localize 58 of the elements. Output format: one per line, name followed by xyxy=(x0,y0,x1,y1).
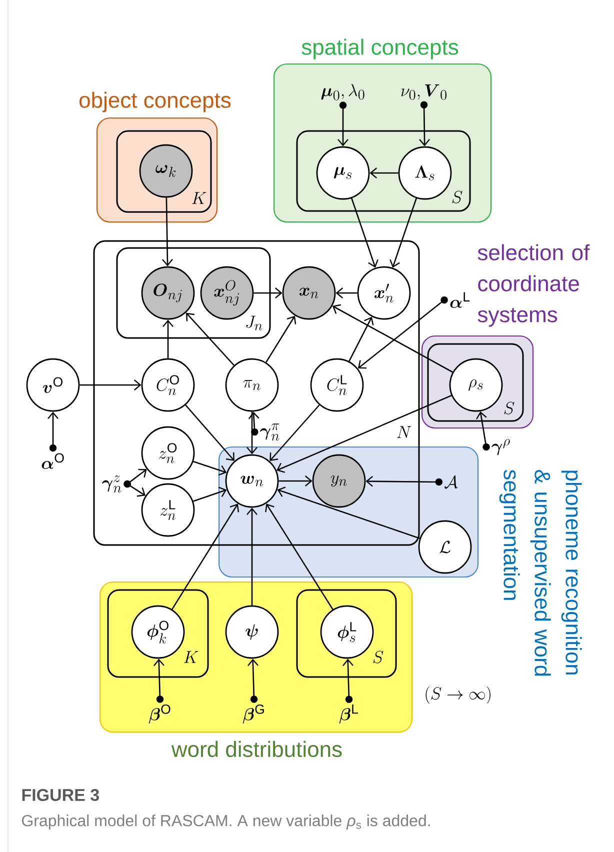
hyperparameter-label: $\boldsymbol{\beta}^{\mathrm{G}}$ xyxy=(242,704,264,724)
arrow xyxy=(270,404,320,462)
arrow xyxy=(336,288,358,298)
arrow xyxy=(332,304,453,373)
arrow xyxy=(348,316,374,362)
plate-label: $S$ xyxy=(504,402,514,414)
hyperparameter-label: $\nu_0, \boldsymbol{V}_0$ xyxy=(401,84,446,100)
plate-label: $S$ xyxy=(373,650,384,664)
arrow xyxy=(370,168,398,178)
arrow xyxy=(162,320,174,358)
hyperparameter-label: $\boldsymbol{\alpha}^{\mathrm{O}}$ xyxy=(42,453,64,469)
arrow xyxy=(124,480,146,497)
arrow xyxy=(48,412,58,452)
arrow xyxy=(248,412,260,436)
arrow xyxy=(154,658,164,703)
plate-label: $K$ xyxy=(184,651,198,663)
arrow xyxy=(185,404,234,461)
arrow xyxy=(278,476,312,486)
figure-label: FIGURE 3 xyxy=(22,788,99,802)
region-title: spatial concepts xyxy=(302,38,458,60)
caption: Graphical model of RASCAM. A new variable ρ$_{s}$ is added. xyxy=(22,814,430,830)
arrow xyxy=(80,380,142,390)
hyperparameter-label: $\boldsymbol{\mu}_0, \lambda_0$ xyxy=(321,84,364,100)
region-title: phoneme recognition & unsupervised word segmentation xyxy=(499,470,582,676)
arrow xyxy=(419,101,430,146)
hyperparameter-label: $\boldsymbol{\gamma}^{\rho}$ xyxy=(492,438,510,456)
plate-label: $K$ xyxy=(192,192,206,204)
arrow xyxy=(193,486,227,502)
arrow xyxy=(162,198,173,266)
plate-note: $(S \to \infty)$ xyxy=(426,686,490,704)
arrow xyxy=(186,312,234,366)
arrow xyxy=(390,198,417,268)
arrow xyxy=(254,288,282,298)
arrow xyxy=(248,658,258,703)
arrow xyxy=(246,412,258,454)
arrow xyxy=(265,504,334,610)
arrow xyxy=(193,460,227,476)
arrow xyxy=(246,508,258,606)
hyperparameter-label: $\boldsymbol{\gamma}^{\pi}_n$ xyxy=(260,424,280,441)
arrow xyxy=(366,476,442,487)
hyperparameter-label: $\boldsymbol{\beta}^{\mathrm{L}}$ xyxy=(339,704,358,724)
hyperparameter-label: $\boldsymbol{\beta}^{\mathrm{O}}$ xyxy=(148,704,170,724)
arrow xyxy=(172,504,240,610)
hyperparameter-label: $\boldsymbol{\alpha}^{\mathrm{L}}$ xyxy=(450,292,470,308)
region-title: word distributions xyxy=(171,740,342,758)
region-title: selection of coordinate systems xyxy=(478,244,590,327)
arrow xyxy=(338,102,348,146)
arrow xyxy=(266,316,296,363)
arrow xyxy=(351,198,378,268)
arrow xyxy=(342,658,354,703)
region-title: object concepts xyxy=(80,92,231,112)
arrow xyxy=(358,296,448,369)
plate-label: $N$ xyxy=(397,426,412,438)
hyperparameter-label: $\boldsymbol{\gamma}^{z}_n$ xyxy=(102,475,122,493)
plate-label: $S$ xyxy=(452,190,462,204)
hyperparameter-label: $\mathcal{A}$ xyxy=(444,475,458,489)
arrow xyxy=(476,411,490,451)
arrow xyxy=(276,394,452,473)
